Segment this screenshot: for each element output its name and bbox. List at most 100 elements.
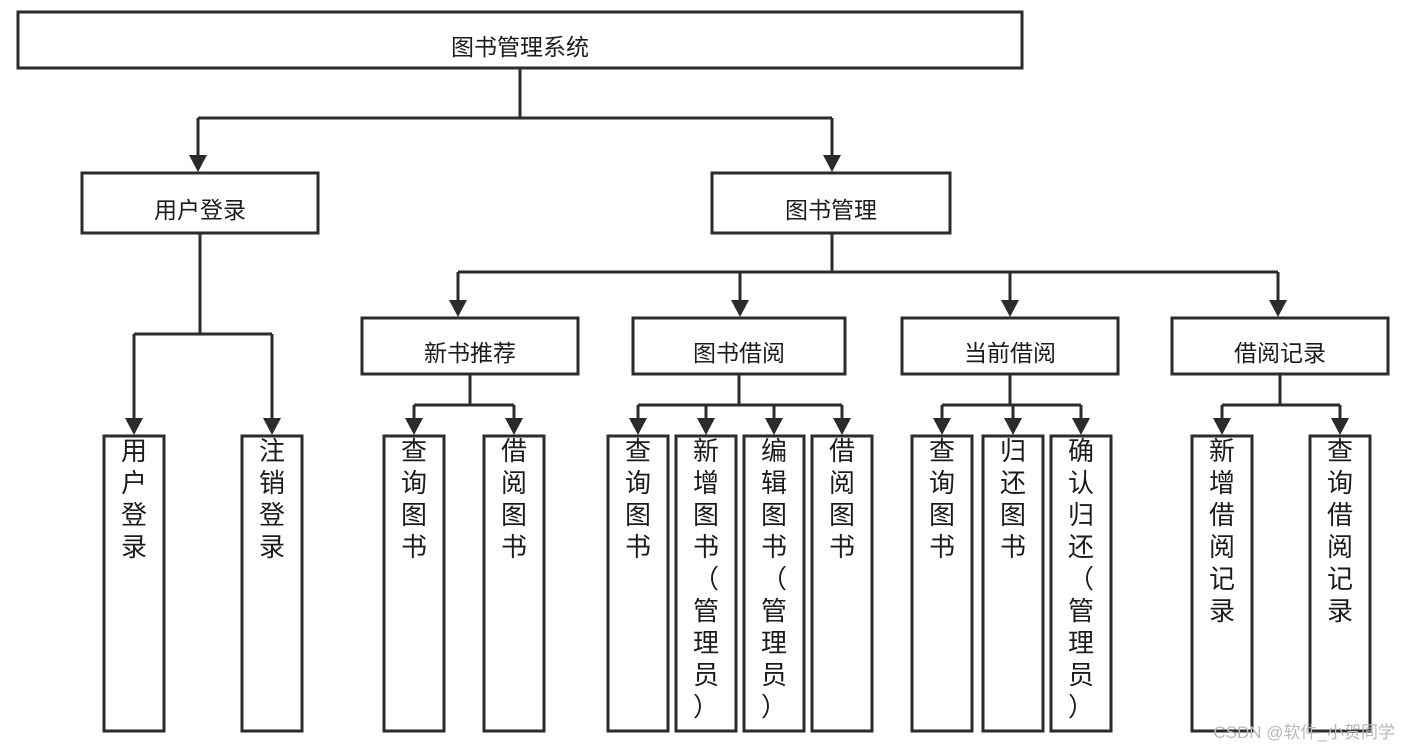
node-book-borrow[interactable]: 图书借阅 [631, 316, 847, 376]
node-label-user-login: 用户登录 [154, 197, 246, 223]
node-label-leaf-query-borrow-record: 询 [1327, 468, 1353, 498]
node-label-leaf-query-book-recommend: 图 [401, 500, 427, 530]
node-book-management[interactable]: 图书管理 [710, 171, 952, 235]
node-new-book-recommend[interactable]: 新书推荐 [360, 316, 580, 376]
node-label-leaf-confirm-return: 理 [1068, 628, 1094, 658]
node-label-leaf-query-borrow-record: 阅 [1327, 532, 1353, 562]
arrow-cur-leaf3-icon [1072, 418, 1090, 435]
node-label-leaf-user-logout: 录 [259, 532, 285, 562]
node-label-leaf-query-borrow-record: 记 [1327, 564, 1353, 594]
node-box-leaf-borrow-book [810, 434, 874, 733]
node-label-leaf-add-book: 员 [693, 660, 719, 690]
node-label-leaf-query-book-current: 询 [929, 468, 955, 498]
node-borrow-record[interactable]: 借阅记录 [1170, 316, 1390, 376]
node-box-leaf-return-book [981, 434, 1045, 733]
node-label-leaf-borrow-book-recommend: 图 [501, 500, 527, 530]
node-label-leaf-user-login: 户 [121, 468, 147, 498]
node-label-leaf-query-borrow-record: 查 [1327, 436, 1353, 466]
node-label-borrow-record: 借阅记录 [1234, 340, 1326, 366]
node-label-leaf-borrow-book: 图 [829, 500, 855, 530]
node-label-leaf-confirm-return: 还 [1068, 532, 1094, 562]
node-label-leaf-query-book-current: 查 [929, 436, 955, 466]
node-label-leaf-confirm-return: ） [1068, 692, 1094, 722]
node-label-leaf-confirm-return: 归 [1068, 500, 1094, 530]
node-user-login[interactable]: 用户登录 [80, 171, 320, 235]
node-label-leaf-query-borrow-record: 录 [1327, 596, 1353, 626]
node-label-current-borrow: 当前借阅 [964, 340, 1056, 366]
node-label-leaf-confirm-return: 管 [1068, 596, 1094, 626]
node-leaf-user-login[interactable]: 用户登录 [102, 434, 166, 733]
node-current-borrow[interactable]: 当前借阅 [900, 316, 1120, 376]
node-label-leaf-edit-book: 管 [761, 596, 787, 626]
diagram-nodes: 图书管理系统用户登录图书管理新书推荐图书借阅当前借阅借阅记录用户登录注销登录查询… [16, 10, 1390, 733]
node-label-leaf-add-borrow-record: 增 [1209, 468, 1235, 498]
node-label-leaf-query-book-current: 图 [929, 500, 955, 530]
node-label-leaf-query-book-borrow: 询 [625, 468, 651, 498]
arrow-record-icon [1269, 300, 1287, 317]
node-box-leaf-borrow-book-recommend [482, 434, 546, 733]
node-box-leaf-confirm-return [1049, 434, 1113, 733]
node-label-book-borrow: 图书借阅 [693, 340, 785, 366]
node-box-book-management [710, 171, 952, 235]
node-label-leaf-borrow-book-recommend: 阅 [501, 468, 527, 498]
node-label-leaf-add-book: 图 [693, 500, 719, 530]
arrow-cur-leaf2-icon [1004, 418, 1022, 435]
node-label-leaf-return-book: 还 [1000, 468, 1026, 498]
node-box-leaf-add-borrow-record [1190, 434, 1254, 733]
node-label-leaf-edit-book: 编 [761, 436, 787, 466]
node-label-leaf-add-book: 理 [693, 628, 719, 658]
node-label-leaf-add-borrow-record: 借 [1209, 500, 1235, 530]
csdn-watermark: CSDN @软件_小贺同学 [1213, 723, 1395, 742]
node-label-leaf-add-borrow-record: 录 [1209, 596, 1235, 626]
node-label-leaf-borrow-book-recommend: 书 [501, 532, 527, 562]
arrow-user-login-icon [189, 155, 207, 172]
node-label-leaf-confirm-return: 员 [1068, 660, 1094, 690]
node-label-leaf-return-book: 归 [1000, 436, 1026, 466]
arrow-bor-leaf2-icon [697, 418, 715, 435]
node-box-leaf-query-borrow-record [1308, 434, 1372, 733]
node-label-leaf-confirm-return: 确 [1068, 436, 1094, 466]
node-box-leaf-user-login [102, 434, 166, 733]
node-box-user-login [80, 171, 320, 235]
node-label-leaf-query-book-recommend: 询 [401, 468, 427, 498]
arrow-borrow-icon [731, 300, 749, 317]
arrow-bor-leaf4-icon [833, 418, 851, 435]
node-label-leaf-user-logout: 登 [259, 500, 285, 530]
node-label-leaf-query-book-borrow: 书 [625, 532, 651, 562]
node-box-current-borrow [900, 316, 1120, 376]
node-label-new-book-recommend: 新书推荐 [424, 340, 516, 366]
node-label-leaf-edit-book: 书 [761, 532, 787, 562]
node-root[interactable]: 图书管理系统 [16, 10, 1024, 70]
arrow-rec2-leaf2-icon [1331, 418, 1349, 435]
node-label-book-management: 图书管理 [785, 197, 877, 223]
node-box-leaf-query-book-recommend [382, 434, 446, 733]
node-box-leaf-edit-book [742, 434, 806, 733]
node-label-leaf-user-login: 用 [121, 436, 147, 466]
arrow-rec-leaf2-icon [505, 418, 523, 435]
node-label-leaf-add-book: 书 [693, 532, 719, 562]
node-box-borrow-record [1170, 316, 1390, 376]
node-label-leaf-user-login: 登 [121, 500, 147, 530]
node-label-leaf-edit-book: 理 [761, 628, 787, 658]
node-box-new-book-recommend [360, 316, 580, 376]
node-label-leaf-user-logout: 注 [259, 436, 285, 466]
arrow-recommend-icon [449, 300, 467, 317]
node-label-leaf-add-book: 新 [693, 436, 719, 466]
node-box-leaf-add-book [674, 434, 738, 733]
node-label-leaf-add-borrow-record: 记 [1209, 564, 1235, 594]
node-label-leaf-confirm-return: （ [1068, 564, 1094, 594]
